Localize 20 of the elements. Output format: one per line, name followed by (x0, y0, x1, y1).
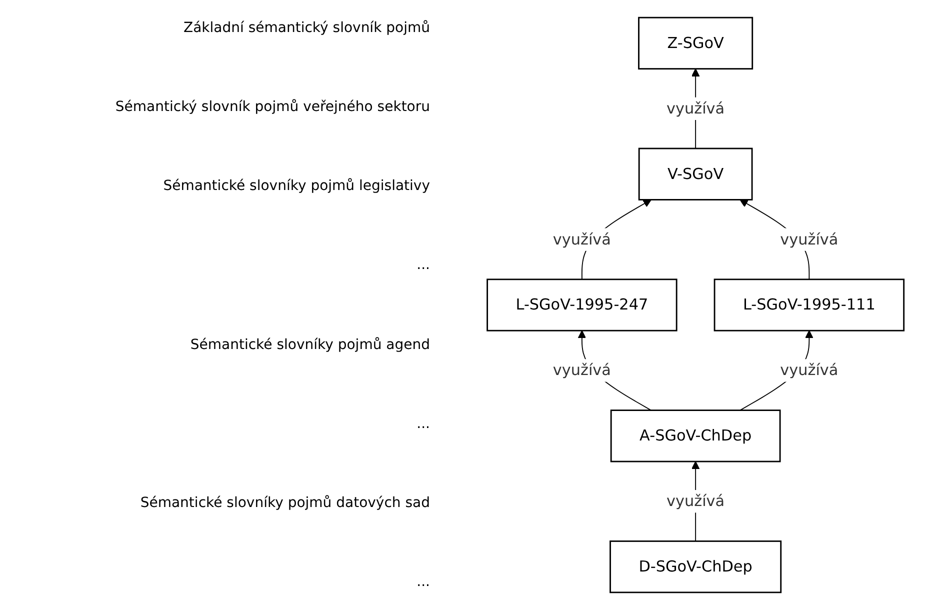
level-label: Základní sémantický slovník pojmů (182, 20, 431, 36)
edge-label: využívá (552, 360, 611, 379)
edge-label: využívá (552, 230, 611, 248)
level-label: ... (416, 416, 431, 432)
node-box: V-SGoV (638, 148, 753, 200)
level-label: Sémantické slovníky pojmů datových sad (139, 494, 431, 511)
node-box: Z-SGoV (638, 16, 753, 70)
edge-label: využívá (780, 360, 838, 379)
level-label: ... (416, 574, 431, 590)
node-box: A-SGoV-ChDep (610, 410, 781, 462)
level-label: Sémantický slovník pojmů veřejného sektoru (114, 99, 431, 116)
level-label: ... (416, 257, 431, 274)
node-box: D-SGoV-ChDep (609, 540, 782, 594)
edge-label: využívá (666, 492, 725, 510)
level-label: Sémantické slovníky pojmů agend (189, 336, 431, 353)
level-label: Sémantické slovníky pojmů legislativy (162, 178, 431, 194)
node-box: L-SGoV-1995-247 (486, 278, 678, 332)
edge-label: využívá (780, 230, 838, 248)
node-box: L-SGoV-1995-111 (714, 278, 904, 332)
edge-label: využívá (666, 99, 725, 118)
